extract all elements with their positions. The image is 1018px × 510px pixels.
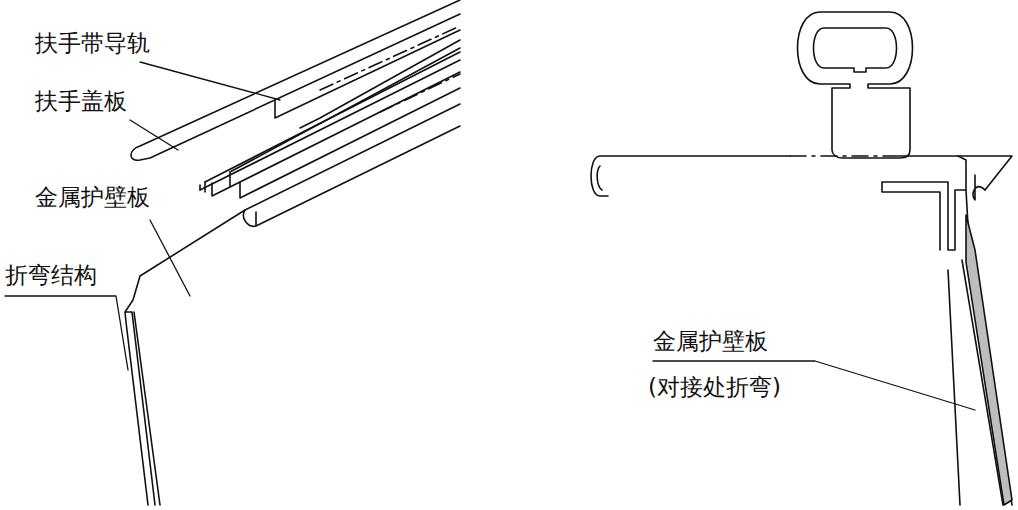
panel-fold [966,215,1012,505]
cover-plate [591,156,1012,196]
handrail [798,12,913,158]
part-label: 扶手盖板 [35,88,127,116]
folded-panel [125,210,245,505]
guide-rail [200,30,460,198]
leader-line [150,220,190,296]
handrail-guide-left [125,0,460,505]
leader-line [140,62,280,100]
leader-line [130,120,178,150]
cover-dash [790,155,900,157]
leader-lines [5,62,975,410]
part-label: 折弯结构 [5,262,97,290]
cover-plate [131,0,460,190]
part-label: 扶手带导轨 [35,30,150,58]
lower-flange [243,104,460,226]
handrail-section-right [591,12,1012,505]
dash-line [320,26,460,112]
part-label: 金属护壁板 [35,184,150,212]
leader-line [5,296,128,370]
part-label: 金属护壁板 [653,328,768,356]
part-label: (对接处折弯) [648,374,781,402]
